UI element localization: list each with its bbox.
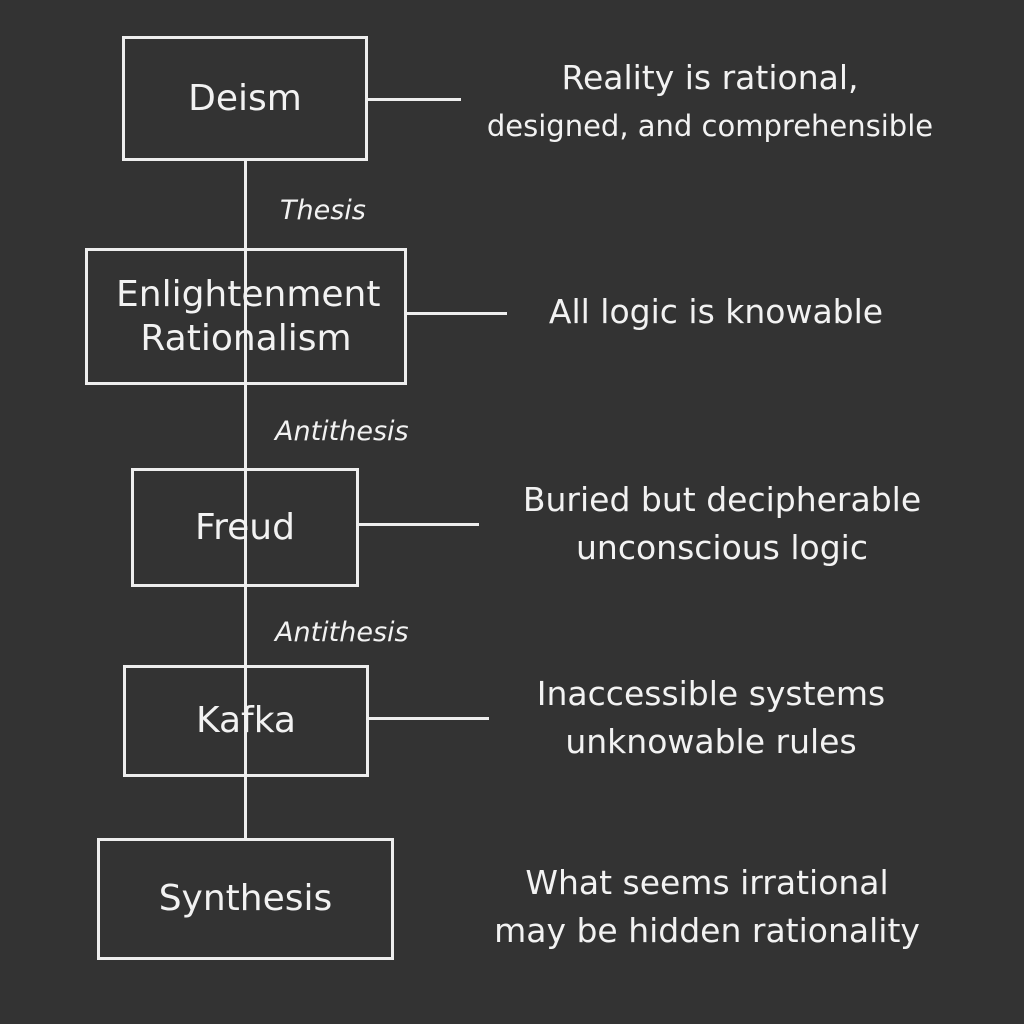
main-connector-line: [244, 160, 247, 840]
node-kafka: Kafka: [123, 665, 369, 777]
connector-kafka: [368, 717, 489, 720]
description-line: designed, and comprehensible: [486, 109, 934, 143]
node-label: Synthesis: [158, 878, 333, 919]
connector-freud: [358, 523, 479, 526]
edge-label-antithesis-1: Antithesis: [275, 416, 409, 447]
description-line: may be hidden rationality: [494, 911, 920, 950]
description-line: What seems irrational: [525, 863, 889, 902]
connector-deism: [367, 98, 461, 101]
node-deism: Deism: [122, 36, 368, 161]
node-label: Freud: [195, 506, 295, 548]
node-enlightenment-rationalism: Enlightenment Rationalism: [85, 248, 407, 385]
edge-label-thesis: Thesis: [280, 195, 366, 226]
edge-label-antithesis-2: Antithesis: [275, 617, 409, 648]
description-line: All logic is knowable: [548, 292, 884, 331]
description-line: Inaccessible systems: [536, 674, 886, 713]
connector-enlightenment: [406, 312, 507, 315]
description-kafka: Inaccessible systems unknowable rules: [537, 670, 885, 766]
node-label: Kafka: [196, 700, 296, 741]
description-line: unknowable rules: [565, 722, 857, 761]
node-freud: Freud: [131, 468, 359, 587]
description-line: unconscious logic: [575, 528, 868, 567]
node-label: Enlightenment Rationalism: [116, 273, 381, 359]
node-synthesis: Synthesis: [97, 838, 394, 960]
description-line: Buried but decipherable: [522, 480, 922, 519]
description-deism: Reality is rational, designed, and compr…: [487, 54, 933, 150]
description-synthesis: What seems irrational may be hidden rati…: [494, 859, 920, 955]
description-enlightenment: All logic is knowable: [549, 288, 883, 336]
description-freud: Buried but decipherable unconscious logi…: [523, 476, 921, 572]
description-line: Reality is rational,: [561, 58, 859, 97]
node-label: Deism: [188, 77, 302, 119]
